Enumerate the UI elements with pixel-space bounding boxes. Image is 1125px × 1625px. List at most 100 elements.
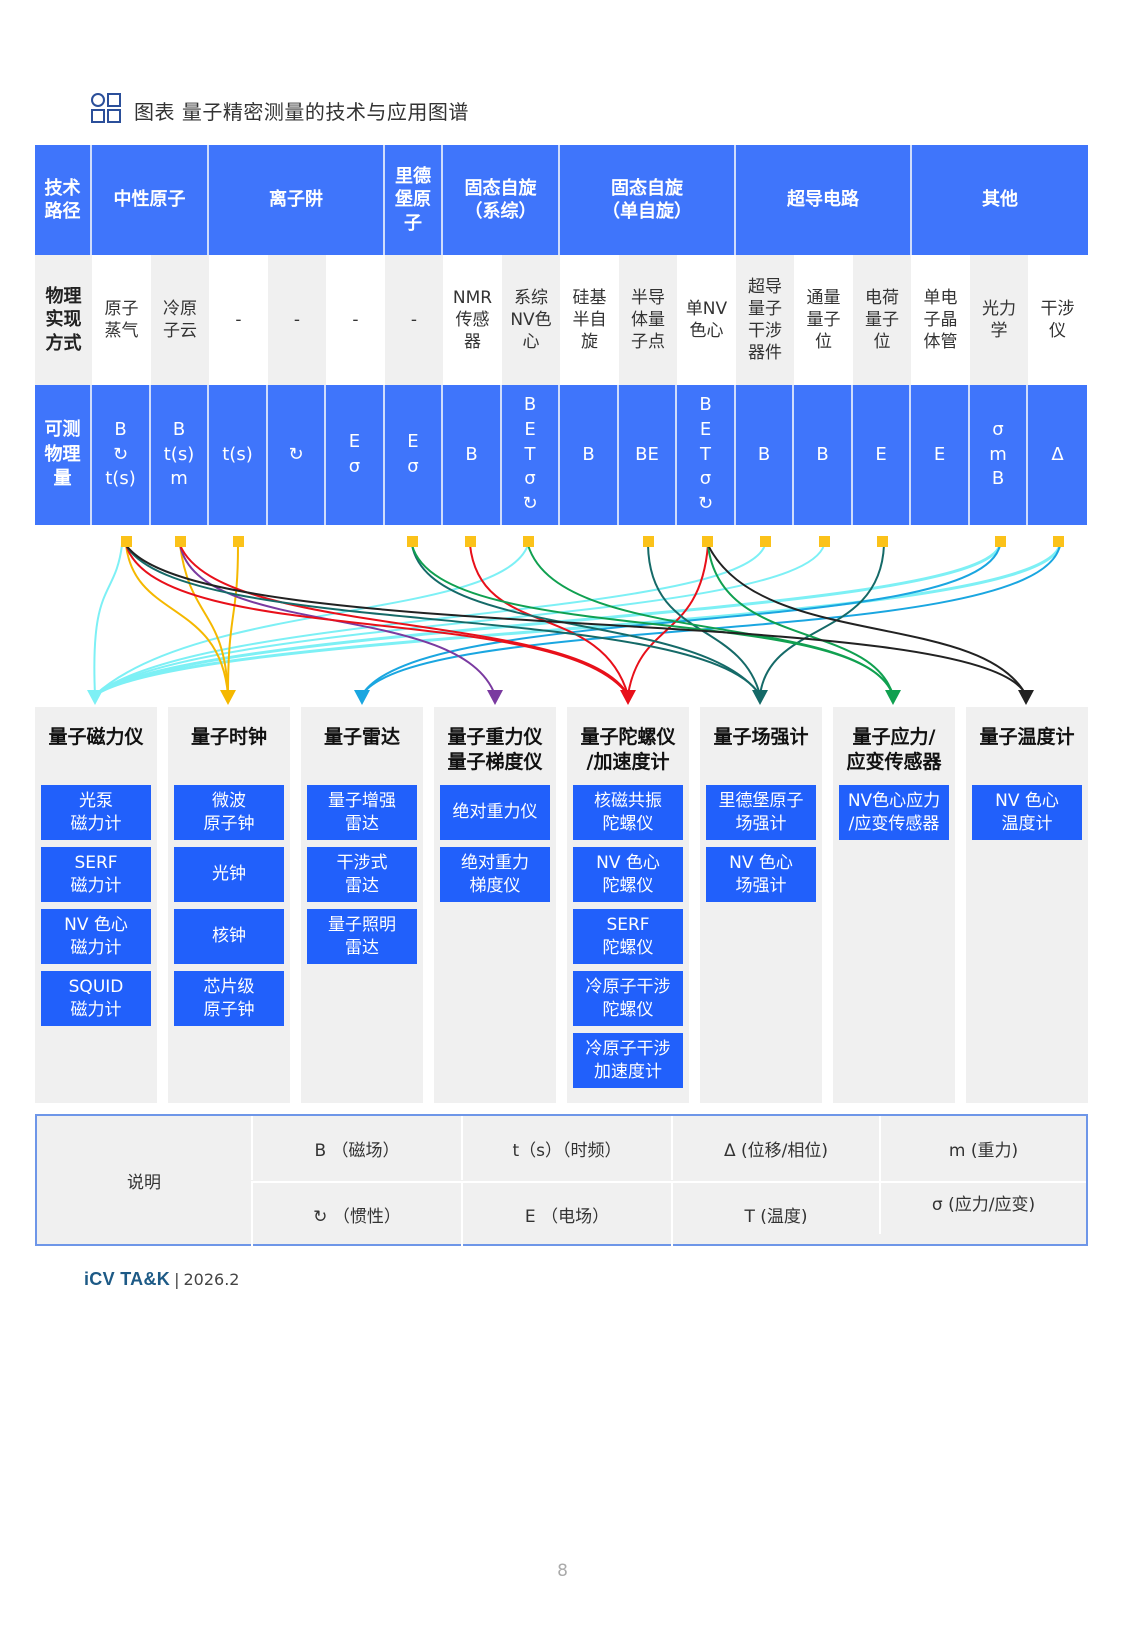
measurable-cell: Δ [1028,385,1087,525]
legend-divider [251,1181,1086,1183]
physical-cell: 超导 量子 干涉 器件 [736,255,794,385]
app-item: 冷原子干涉 加速度计 [573,1033,683,1088]
app-title: 量子温度计 [979,726,1075,748]
measurable-cell: B t(s) m [151,385,209,525]
app-item: 绝对重力 梯度仪 [440,847,550,902]
app-item: NV 色心 陀螺仪 [573,847,683,902]
measurable-cell: B [443,385,502,525]
measurable-cell: E [853,385,911,525]
measurable-cell: ↻ [268,385,326,525]
connector-dot [760,536,771,547]
measurable-cell: B [794,385,853,525]
legend-item: m (重力) [879,1116,1086,1180]
measurable-cell: B [560,385,619,525]
app-column-thermometer: 量子温度计 NV 色心 温度计 [966,707,1088,1103]
legend-item: Δ (位移/相位) [671,1116,879,1180]
physical-cell: 冷原 子云 [151,255,209,385]
app-item: NV色心应力 /应变传感器 [839,785,949,840]
physical-cell: NMR 传感 器 [452,287,493,353]
physical-cell: 系综 NV色 心 [502,255,560,385]
app-column-field-meter: 量子场强计 里德堡原子 场强计 NV 色心 场强计 [700,707,822,1103]
physical-cell: 原子 蒸气 [104,298,139,341]
app-item: 冷原子干涉 陀螺仪 [573,971,683,1026]
physical-cell: 单NV 色心 [685,298,728,341]
connector-dot [1053,536,1064,547]
physical-cell: 干涉 仪 [1040,298,1075,341]
brand-logo: iCV TA&K [84,1269,171,1289]
connector-dot [465,536,476,547]
connector-dot [175,536,186,547]
measurable-row-label: 可测 物理 量 [35,385,92,525]
measurable-cell: E σ [385,385,443,525]
route-row-label: 技术 路径 [35,145,92,255]
app-title: 量子场强计 [713,726,809,748]
physical-cell: 硅基 半自 旋 [572,287,607,353]
app-item: 核磁共振 陀螺仪 [573,785,683,840]
connector-dot [702,536,713,547]
physical-cell: 单电 子晶 体管 [923,287,958,353]
connection-lines [87,544,1062,705]
physical-row: 物理 实现 方式 原子 蒸气 冷原 子云 - - - - NMR 传感 器 系综… [35,255,1087,385]
figure-title-text: 图表 量子精密测量的技术与应用图谱 [134,99,469,124]
app-item: NV 色心 磁力计 [41,909,151,964]
app-title: 量子应力/ 应变传感器 [846,726,942,773]
connector-dot [643,536,654,547]
app-item: 量子增强 雷达 [307,785,417,840]
app-item: 光泵 磁力计 [41,785,151,840]
legend-item: T (温度) [671,1182,879,1246]
connector-dot [819,536,830,547]
app-title: 量子雷达 [323,726,400,748]
category-solid-spin-single: 固态自旋 （单自旋） [560,145,736,255]
app-item: SQUID 磁力计 [41,971,151,1026]
app-item: 绝对重力仪 [440,785,550,840]
app-item: SERF 陀螺仪 [573,909,683,964]
app-item: NV 色心 场强计 [706,847,816,902]
measurable-cell: B E T σ ↻ [677,385,736,525]
footer-separator: | [174,1270,180,1289]
physical-cell: - [385,255,443,385]
route-row: 技术 路径 中性原子 离子阱 里德 堡原 子 固态自旋 （系综） 固态自旋 （单… [35,145,1088,255]
app-item: 芯片级 原子钟 [174,971,284,1026]
app-title: 量子时钟 [190,726,267,748]
grid-icon [90,92,122,128]
measurable-row: 可测 物理 量 B ↻ t(s) B t(s) m t(s) ↻ E σ E σ… [35,385,1087,525]
legend-table: 说明 B （磁场） t（s）（时频） Δ (位移/相位) m (重力) ↻ （惯… [35,1114,1088,1246]
connector-dot [233,536,244,547]
connector-dot [121,536,132,547]
app-item: 光钟 [174,847,284,902]
measurable-cell: E [911,385,970,525]
connector-dot [407,536,418,547]
footer: iCV TA&K | 2026.2 [84,1269,239,1290]
physical-cell: - [352,309,359,330]
legend-item: σ (应力/应变) [879,1170,1086,1234]
category-ion-trap: 离子阱 [209,145,385,255]
page-number: 8 [557,1561,568,1581]
app-title: 量子磁力仪 [48,726,144,748]
measurable-cell: E σ [326,385,385,525]
app-column-gravimeter: 量子重力仪 量子梯度仪 绝对重力仪 绝对重力 梯度仪 [434,707,556,1103]
app-item: 量子照明 雷达 [307,909,417,964]
physical-cell: - [268,255,326,385]
measurable-cell: B [736,385,794,525]
category-solid-spin-ensemble: 固态自旋 （系综） [443,145,560,255]
footer-date: 2026.2 [183,1270,240,1289]
legend-item: E （电场） [461,1182,671,1246]
legend-item: B （磁场） [251,1116,461,1180]
app-title: 量子陀螺仪 /加速度计 [580,726,676,773]
category-superconducting: 超导电路 [736,145,912,255]
app-item: 干涉式 雷达 [307,847,417,902]
app-column-strain-sensor: 量子应力/ 应变传感器 NV色心应力 /应变传感器 [833,707,955,1103]
physical-cell: 电荷 量子 位 [853,255,911,385]
physical-cell: 半导 体量 子点 [619,255,677,385]
measurable-cell: σ m B [970,385,1028,525]
app-item: NV 色心 温度计 [972,785,1082,840]
measurable-cell: B ↻ t(s) [92,385,151,525]
app-column-radar: 量子雷达 量子增强 雷达 干涉式 雷达 量子照明 雷达 [301,707,423,1103]
connector-dot [877,536,888,547]
app-item: 里德堡原子 场强计 [706,785,816,840]
figure-title: 图表 量子精密测量的技术与应用图谱 [90,93,469,127]
connector-dot [995,536,1006,547]
physical-cell: 通量 量子 位 [806,287,841,353]
app-item: 微波 原子钟 [174,785,284,840]
measurable-cell: B E T σ ↻ [502,385,560,525]
